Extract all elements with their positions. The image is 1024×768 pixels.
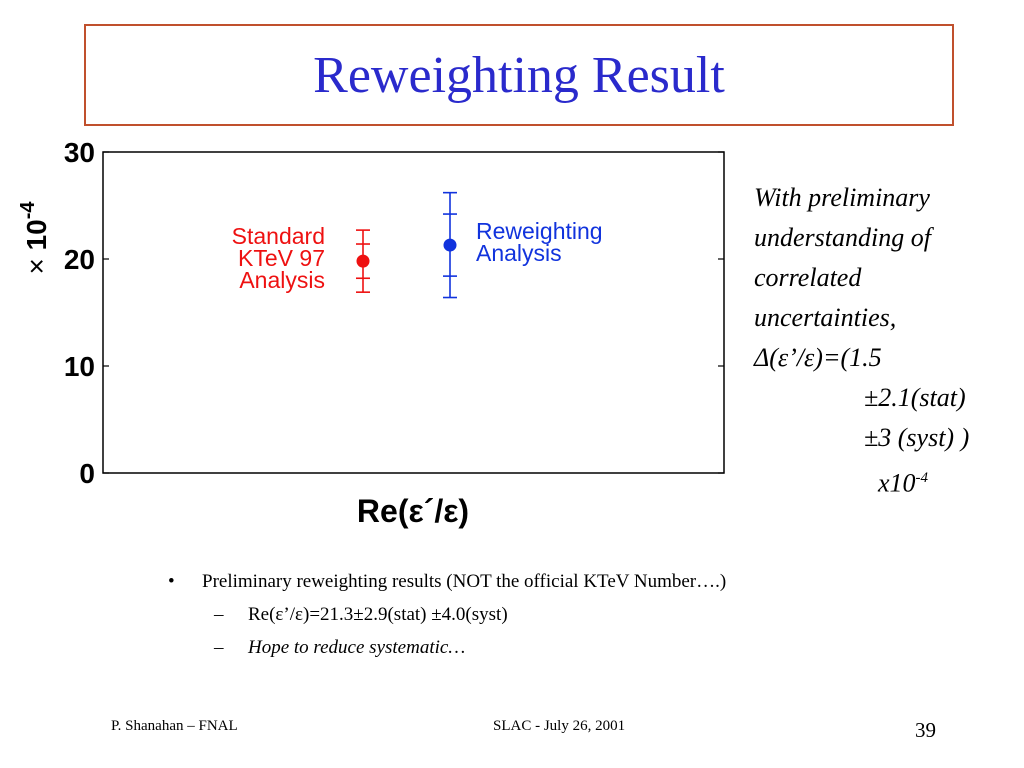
title-box: Reweighting Result [84, 24, 954, 126]
side-note-factor-exponent: -4 [915, 470, 929, 486]
y-tick-label: 20 [64, 244, 95, 275]
y-tick-label: 10 [64, 351, 95, 382]
y-tick-label: 0 [79, 458, 95, 489]
side-note-line-6: ±2.1(stat) [864, 383, 966, 412]
y-axis-label-base: 10 [21, 219, 52, 250]
side-note-line-3: correlated [754, 263, 862, 292]
dash-symbol: – [214, 604, 224, 625]
bullet-symbol: • [168, 571, 175, 592]
side-note-line-7: ±3 (syst) ) [864, 423, 970, 452]
page-number: 39 [915, 718, 936, 742]
data-point-label: Analysis [476, 240, 562, 266]
y-axis-label-prefix: × [21, 250, 52, 274]
side-note-line-5: Δ(ε’/ε)=(1.5 [754, 343, 882, 372]
side-note-line-2: understanding of [754, 223, 931, 252]
side-note-line-4: uncertainties, [754, 303, 897, 332]
data-point-label: KTeV 97 [238, 245, 325, 271]
bullet-item: • Preliminary reweighting results (NOT t… [168, 570, 748, 593]
side-note-line-8: x10-4 [754, 458, 1016, 504]
bullet-text: Preliminary reweighting results (NOT the… [202, 571, 727, 592]
data-point [443, 238, 457, 252]
sub-bullet-item: – Re(ε’/ε)=21.3±2.9(stat) ±4.0(syst) [168, 603, 748, 626]
y-axis-label-exponent: -4 [17, 201, 39, 220]
data-point-label: Reweighting [476, 218, 603, 244]
sub-bullet-item: – Hope to reduce systematic… [168, 636, 748, 659]
sub-bullet-text-2: Hope to reduce systematic… [248, 637, 466, 658]
side-note: With preliminary understanding of correl… [754, 178, 1016, 504]
plot-frame [102, 151, 725, 474]
side-note-line-1: With preliminary [754, 183, 930, 212]
data-point-label: Analysis [239, 267, 325, 293]
sub-bullet-text-1: Re(ε’/ε)=21.3±2.9(stat) ±4.0(syst) [248, 604, 508, 625]
data-point-label: Standard [232, 223, 325, 249]
bullet-list: • Preliminary reweighting results (NOT t… [168, 570, 748, 659]
side-note-factor-base: x10 [878, 468, 916, 498]
data-point [356, 254, 370, 268]
y-axis-label: × 10-4 [17, 201, 52, 275]
footer-event: SLAC - July 26, 2001 [493, 718, 626, 734]
footer-author: P. Shanahan – FNAL [111, 718, 238, 734]
dash-symbol: – [214, 637, 224, 658]
x-axis-label: Re(ε´/ε) [357, 493, 469, 529]
y-tick-label: 30 [64, 137, 95, 168]
slide-title: Reweighting Result [313, 46, 725, 104]
